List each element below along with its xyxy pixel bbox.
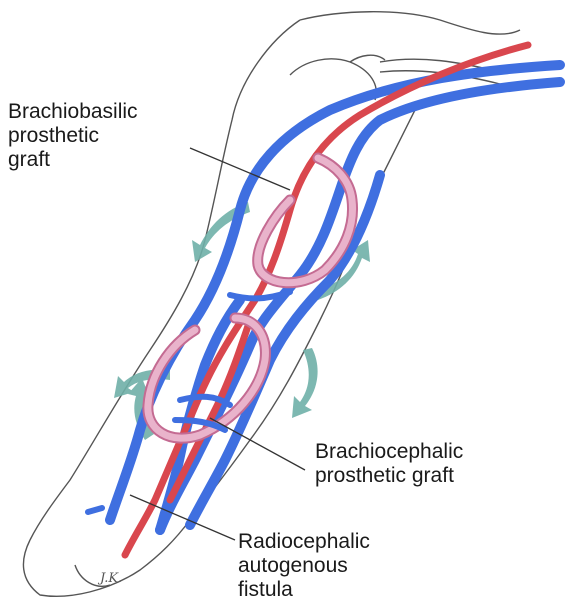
wrist-vein-stub (88, 508, 102, 512)
label-brachiobasilic-graft: Brachiobasilic prosthetic graft (8, 100, 138, 172)
label-line: prosthetic graft (315, 464, 463, 488)
label-radiocephalic-fistula: Radiocephalic autogenous fistula (238, 530, 370, 602)
artist-signature: J.K. (97, 571, 122, 586)
flow-arrow-mid-right (292, 348, 318, 418)
label-line: Radiocephalic (238, 530, 370, 554)
label-line: Brachiocephalic (315, 440, 463, 464)
label-line: autogenous (238, 554, 370, 578)
label-brachiocephalic-graft: Brachiocephalic prosthetic graft (315, 440, 463, 488)
label-line: Brachiobasilic (8, 100, 138, 124)
label-line: graft (8, 148, 138, 172)
label-line: prosthetic (8, 124, 138, 148)
label-line: fistula (238, 578, 370, 602)
